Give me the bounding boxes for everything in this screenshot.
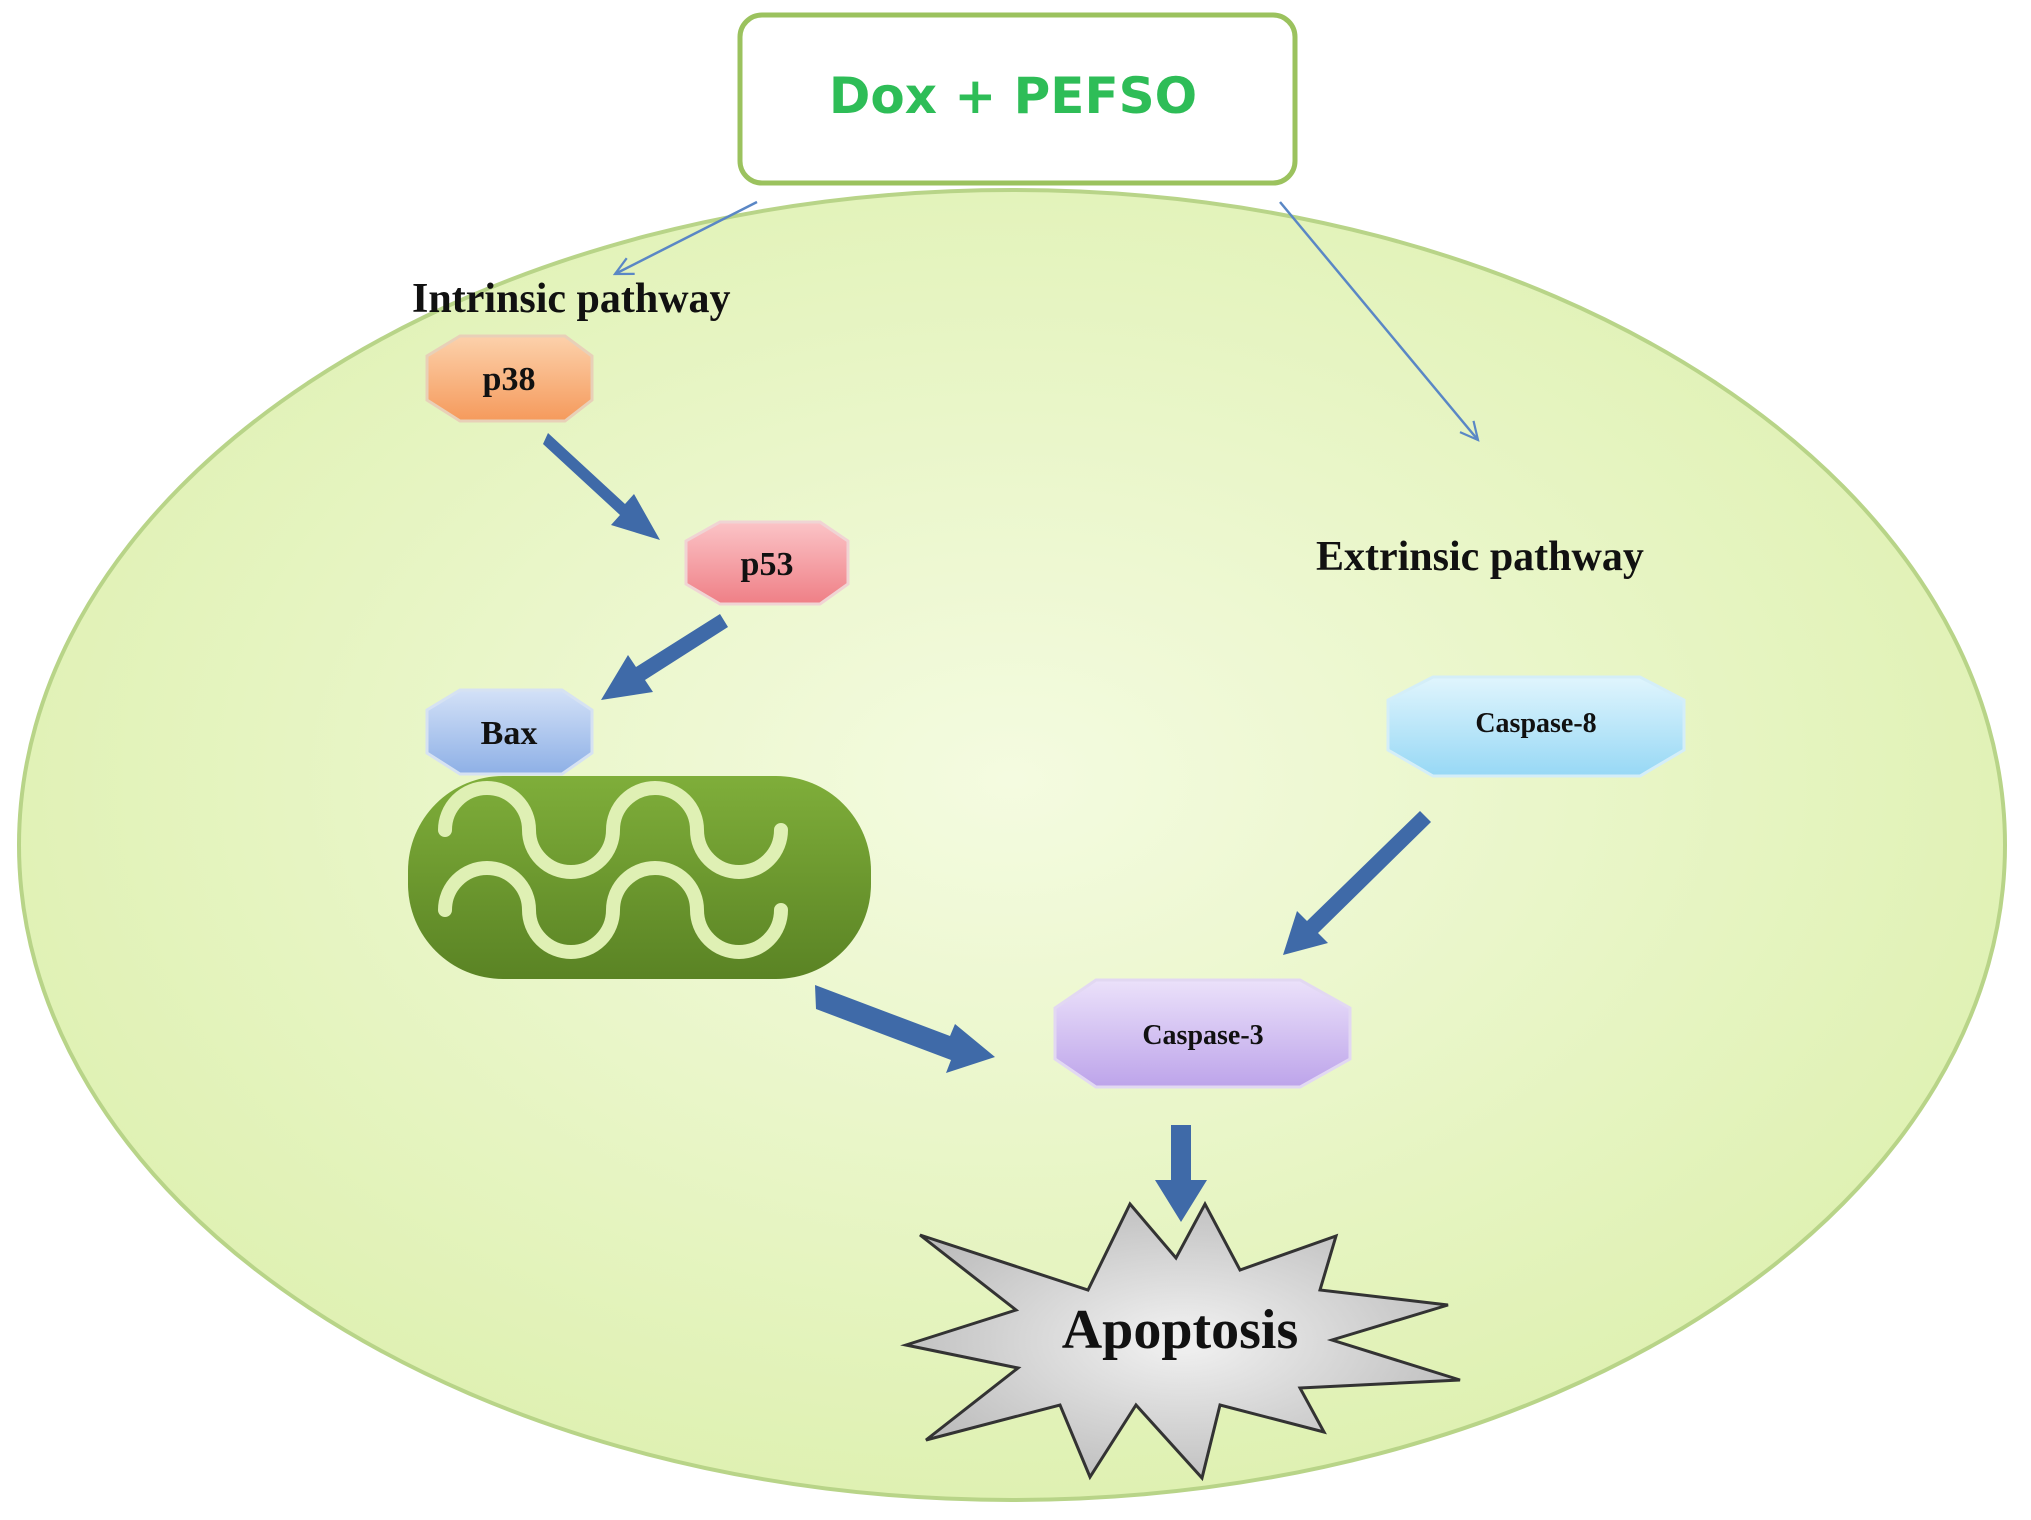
- node-p53-shape: [684, 520, 850, 606]
- thin-arrow-to-intrinsic: [615, 200, 758, 276]
- thin-arrow-to-extrinsic: [1279, 201, 1478, 440]
- intrinsic-pathway-label: Intrinsic pathway: [412, 276, 731, 322]
- node-bax-shape: [425, 688, 594, 776]
- node-caspase3-shape: [1053, 978, 1352, 1089]
- arrow-caspase8-to-caspase3: [1283, 811, 1431, 955]
- node-bax-label: Bax: [481, 715, 538, 752]
- node-caspase8-label: Caspase-8: [1475, 708, 1596, 739]
- extrinsic-pathway-label: Extrinsic pathway: [1316, 534, 1644, 580]
- mitochondrion-icon: [408, 776, 871, 979]
- node-caspase3-label: Caspase-3: [1142, 1020, 1263, 1051]
- arrow-mito-to-caspase3: [815, 985, 995, 1073]
- treatment-box: [737, 12, 1298, 186]
- apoptosis-label: Apoptosis: [1062, 1299, 1299, 1361]
- treatment-label: Dox + PEFSO: [829, 67, 1197, 125]
- node-p38-shape: [425, 334, 594, 423]
- apoptosis-burst-icon: [900, 1200, 1461, 1482]
- cell-body: [17, 188, 2007, 1502]
- node-p38-label: p38: [483, 361, 536, 398]
- node-caspase8-shape: [1386, 675, 1686, 778]
- arrow-p38-to-p53: [543, 433, 660, 540]
- arrow-caspase3-to-apoptosis: [1155, 1125, 1207, 1222]
- node-p53-label: p53: [741, 546, 794, 583]
- arrow-p53-to-bax: [601, 614, 728, 700]
